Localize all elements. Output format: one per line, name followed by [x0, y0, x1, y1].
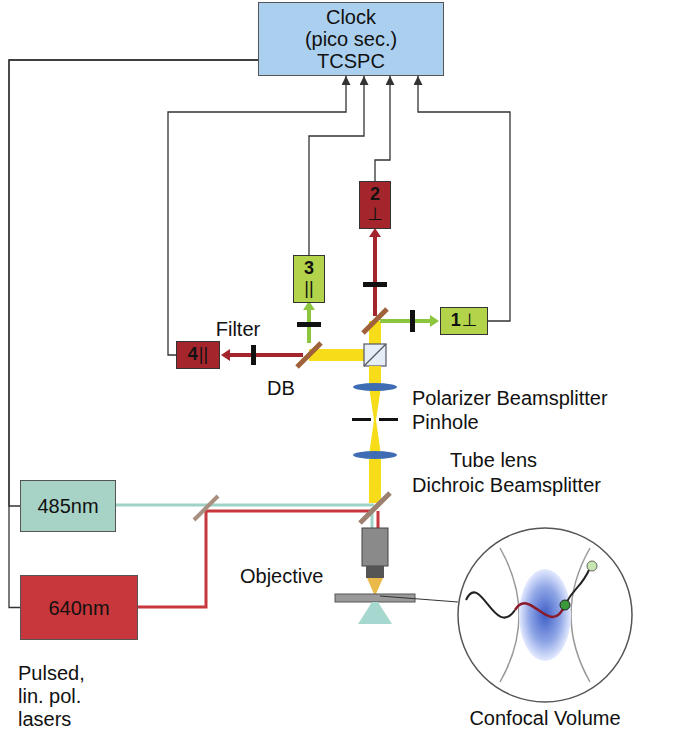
node-text: 4	[188, 345, 198, 365]
node-text: Clock (pico sec.) TCSPC	[303, 6, 399, 72]
circle-outline	[458, 528, 632, 702]
molecule-dot	[560, 600, 570, 610]
laser-box: 485nm	[20, 480, 116, 532]
beam-arrowhead	[430, 315, 439, 327]
part-label: Dichroic Beamsplitter	[412, 474, 601, 496]
detector-box: 1⊥	[440, 307, 488, 335]
beam-mirror	[363, 309, 387, 333]
molecule-dot	[587, 561, 597, 571]
part-label: Tube lens	[450, 449, 537, 471]
part-label: Polarizer Beamsplitter	[412, 387, 608, 409]
emission-beam	[369, 459, 381, 503]
microscope-lens-tip	[366, 566, 384, 578]
molecule-trajectory	[466, 592, 515, 617]
focused-beam	[369, 420, 381, 455]
bandpass-bar	[251, 345, 256, 365]
beam-mirror	[194, 496, 218, 520]
signal-wire	[168, 76, 346, 355]
signal-wire	[418, 76, 510, 321]
focused-beam	[369, 387, 381, 420]
node-text: ⊥	[367, 205, 383, 225]
detector-box: 4||	[176, 341, 220, 369]
circle-outline	[457, 527, 633, 703]
bandpass-bar	[410, 310, 415, 332]
node-text: 640nm	[48, 597, 109, 619]
relay-lens	[353, 383, 397, 391]
detector-box: 2⊥	[359, 181, 391, 229]
relay-lens	[353, 451, 397, 459]
molecule-trajectory	[565, 568, 590, 605]
blue-laser-beam	[116, 504, 374, 507]
part-label-text: Pulsed, lin. pol. lasers	[18, 662, 108, 731]
focal-volume-circle: Confocal Volume	[457, 527, 633, 703]
signal-wire	[9, 60, 258, 506]
part-label-text: Tube lens	[450, 449, 537, 471]
leader-line	[380, 596, 458, 602]
red-emission-beam	[373, 236, 377, 316]
node-text: 485nm	[37, 495, 98, 517]
part-label: Pulsed, lin. pol. lasers	[18, 662, 108, 731]
node-text: 3	[304, 259, 314, 279]
part-label: Objective	[240, 565, 323, 587]
node-text: ||	[304, 279, 313, 299]
beam-mirror	[360, 493, 390, 523]
signal-wire	[375, 76, 390, 181]
molecule-trajectory	[515, 603, 565, 617]
aperture-bar	[379, 418, 398, 421]
laser-box: 640nm	[20, 575, 138, 640]
red-laser-beam	[377, 511, 380, 528]
green-emission-beam	[380, 319, 431, 323]
red-laser-beam	[138, 511, 374, 607]
part-label-text: Objective	[240, 565, 323, 587]
beam-arrowhead	[369, 228, 381, 237]
bandpass-bar	[363, 282, 387, 287]
node-text: 1	[451, 311, 461, 331]
node-text: Confocal Volume	[469, 707, 620, 729]
light-cone	[367, 578, 383, 594]
part-label-text: Pinhole	[412, 411, 479, 433]
emission-beam	[309, 349, 364, 361]
microscope-lens-barrel	[362, 528, 388, 566]
beam-mirror	[297, 343, 321, 367]
cube-diagonal	[364, 344, 386, 366]
red-emission-beam	[230, 353, 303, 357]
detector-box: 3||	[293, 255, 325, 303]
node-text: ||	[199, 345, 208, 365]
part-label: DB	[267, 377, 295, 399]
node-text: ⊥	[462, 311, 478, 331]
signal-wire	[309, 76, 364, 255]
part-label-text: Dichroic Beamsplitter	[412, 474, 601, 496]
timing-module-box: Clock (pico sec.) TCSPC	[258, 2, 444, 76]
node-text: 2	[370, 185, 380, 205]
beam-arrowhead	[221, 349, 230, 361]
aperture-bar	[352, 418, 371, 421]
part-label-text: Filter	[216, 318, 260, 340]
light-cone	[358, 602, 392, 624]
part-label-text: Polarizer Beamsplitter	[412, 387, 608, 409]
bandpass-bar	[297, 322, 321, 327]
part-label-text: DB	[267, 377, 295, 399]
part-label: Filter	[216, 318, 260, 340]
part-label: Pinhole	[412, 411, 479, 433]
polarizing-cube	[364, 344, 386, 366]
